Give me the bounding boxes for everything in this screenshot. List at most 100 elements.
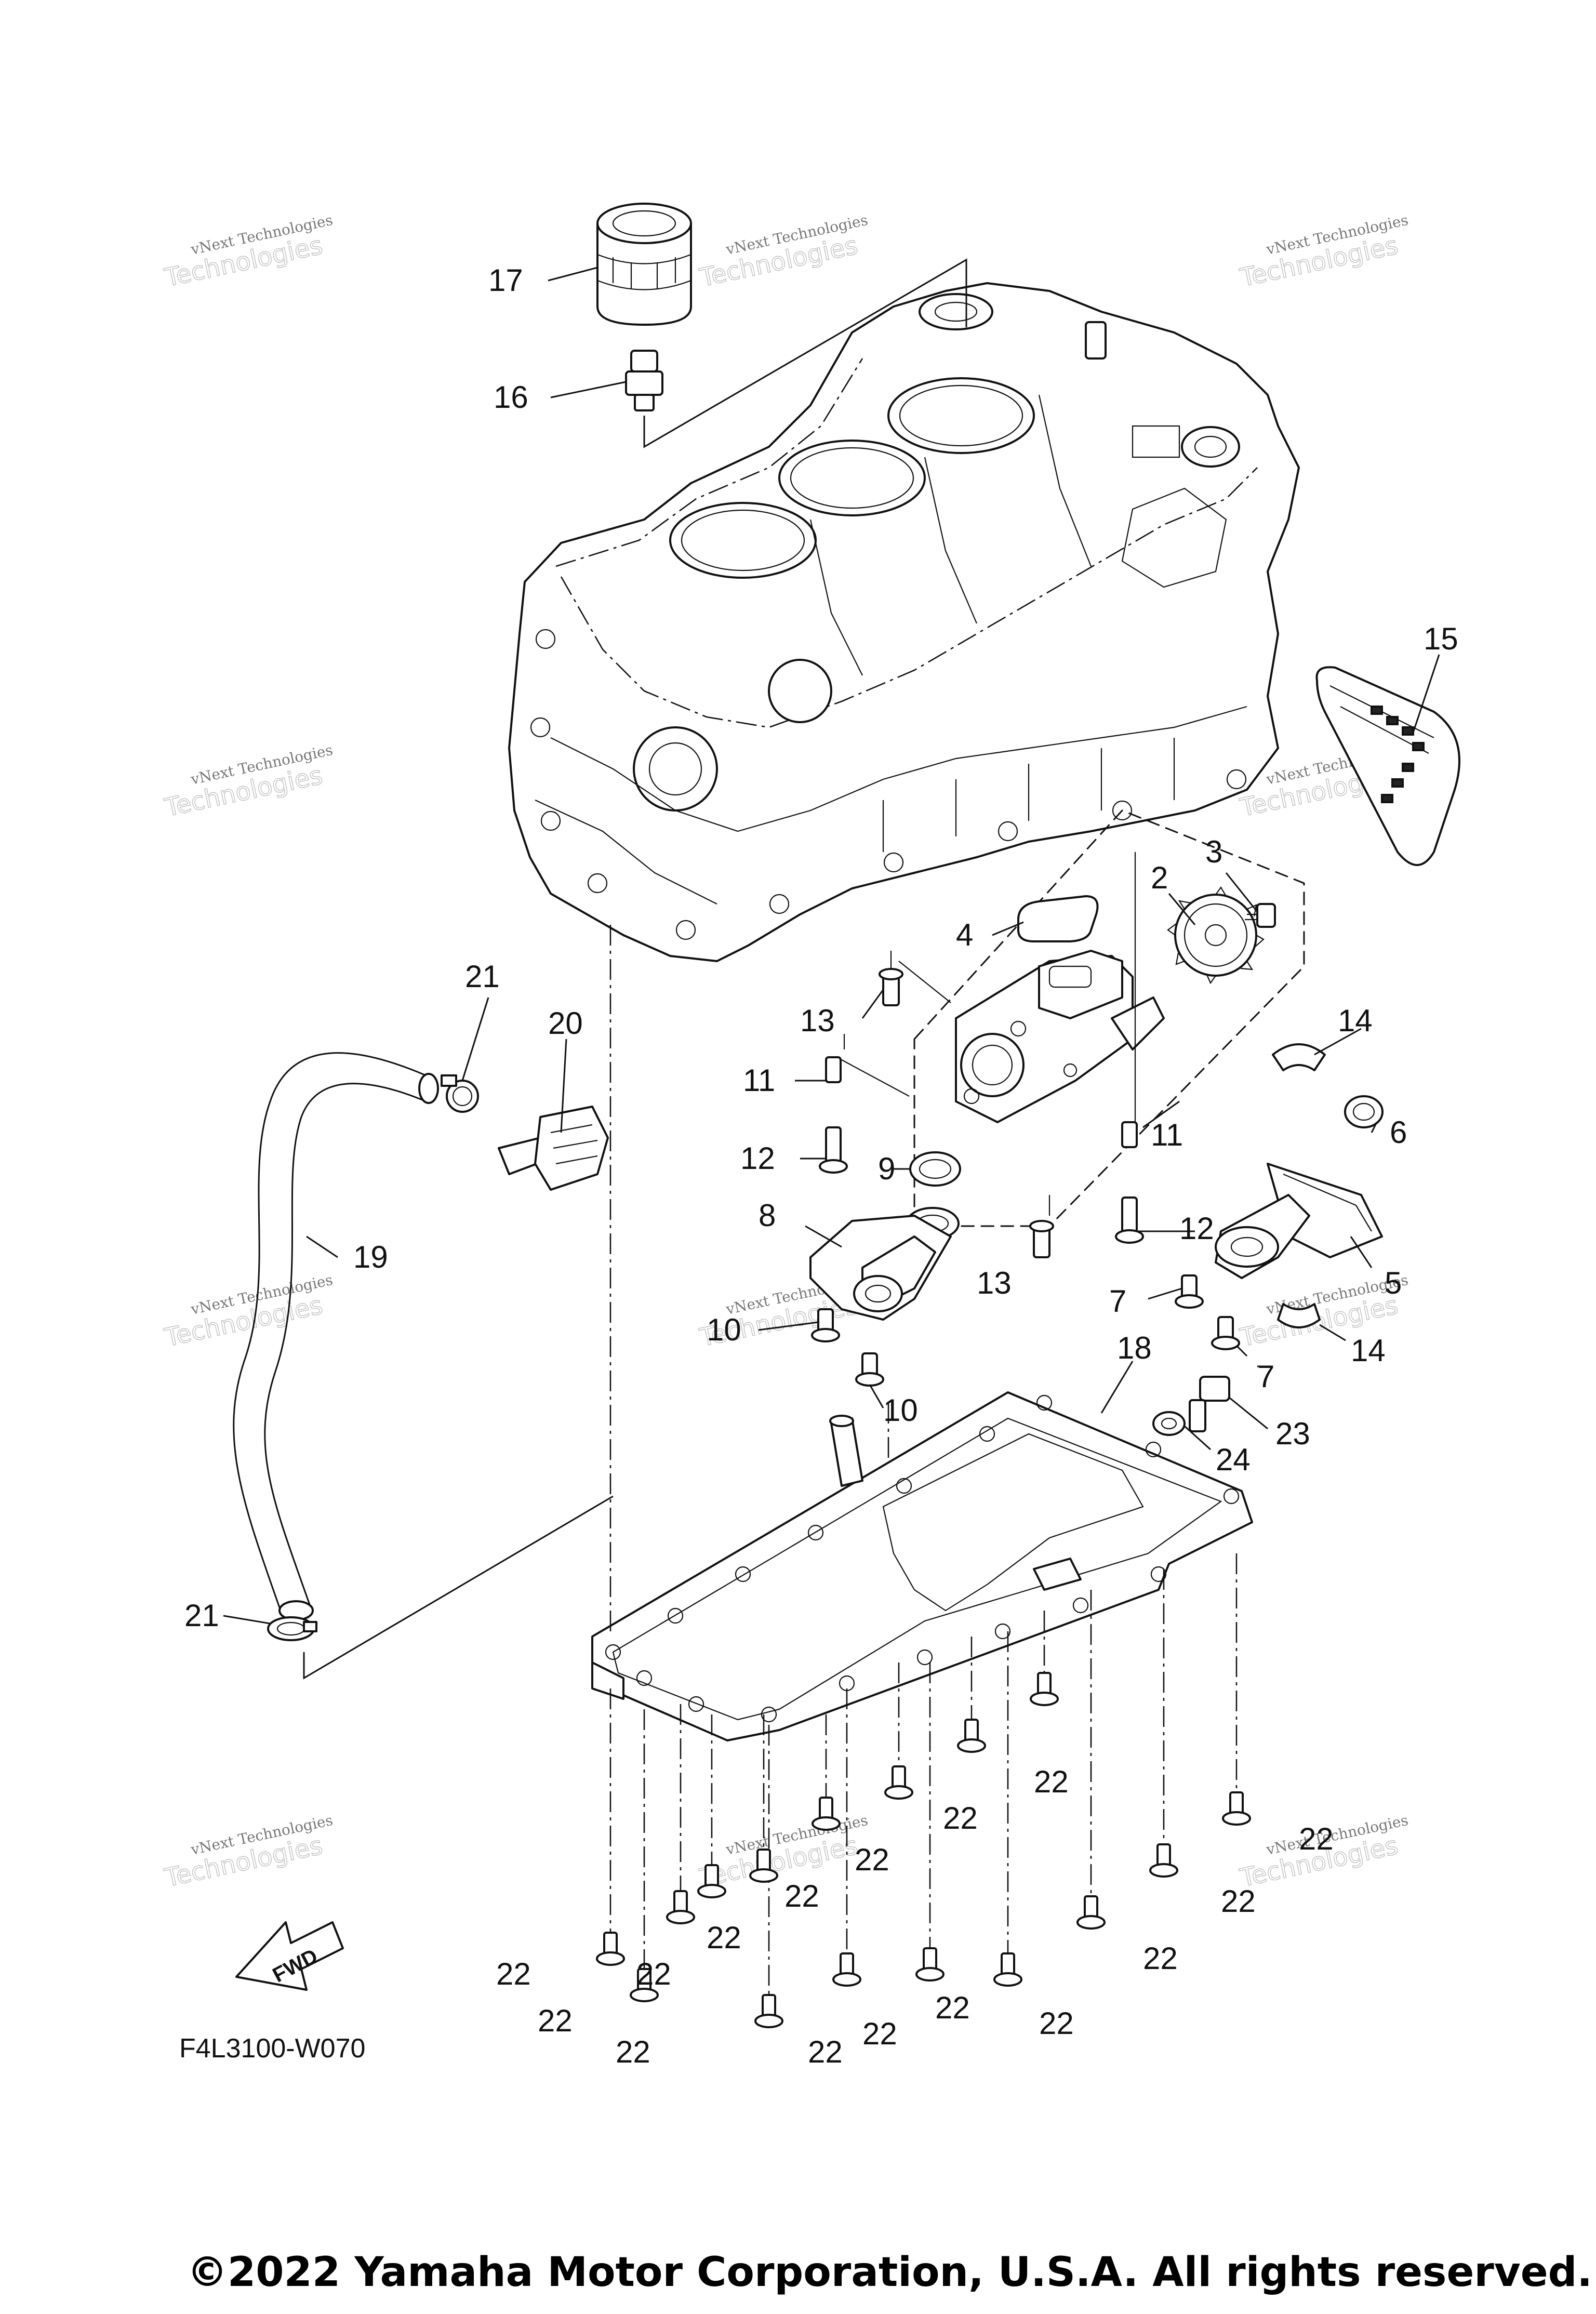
breather-hose xyxy=(233,1052,439,1621)
figure-code: F4L3100-W070 xyxy=(179,2033,365,2064)
o-ring-9 xyxy=(909,1151,961,1187)
callout-18: 18 xyxy=(1117,1331,1152,1365)
flange-bolt xyxy=(630,1968,659,2002)
pump-leader-lines xyxy=(841,852,1136,1216)
callout-10-top: 10 xyxy=(707,1312,741,1347)
flange-bolt xyxy=(915,1947,945,1981)
flange-bolt xyxy=(812,1797,841,1831)
callout-12-right: 12 xyxy=(1179,1211,1214,1246)
flange-bolt xyxy=(596,1932,625,1966)
callout-22-b: 22 xyxy=(943,1801,978,1836)
callout-13-bottom: 13 xyxy=(977,1266,1012,1300)
callout-22-p: 22 xyxy=(1299,1821,1334,1856)
o-ring-6 xyxy=(1344,1095,1384,1128)
callout-22-l: 22 xyxy=(935,1990,970,2025)
callout-20: 20 xyxy=(548,1006,583,1041)
flange-bolt xyxy=(1030,1672,1059,1706)
callout-22-e: 22 xyxy=(707,1920,741,1955)
oil-pump-sprocket xyxy=(1167,886,1265,985)
flange-bolt xyxy=(666,1890,695,1924)
sprocket-bolt xyxy=(1245,903,1276,928)
callout-22-o: 22 xyxy=(1221,1884,1256,1919)
strainer-bolts xyxy=(811,1274,1240,1387)
hose-clamp-top xyxy=(441,1074,479,1113)
callout-4: 4 xyxy=(956,917,973,952)
callout-2: 2 xyxy=(1151,860,1168,895)
oil-filter-leader-line xyxy=(643,258,967,448)
callout-7-top: 7 xyxy=(1109,1284,1126,1319)
hose-leader-line xyxy=(303,1495,614,1680)
crankcase-illustration xyxy=(508,282,1300,962)
hose-clamp-bottom xyxy=(267,1616,317,1641)
callout-19: 19 xyxy=(353,1240,388,1274)
seal-14-bottom xyxy=(1277,1303,1321,1328)
callout-21-bottom: 21 xyxy=(184,1598,219,1633)
callout-9: 9 xyxy=(878,1151,895,1186)
callout-8: 8 xyxy=(759,1198,776,1233)
callout-22-d: 22 xyxy=(784,1879,819,1913)
forward-direction-arrow: FWD xyxy=(235,1921,344,1991)
flange-bolt xyxy=(749,1848,778,1883)
callout-leader-lines xyxy=(223,267,1440,1625)
oil-pan-bolts xyxy=(596,1553,1251,2028)
callout-24: 24 xyxy=(1216,1442,1251,1477)
callout-22-m: 22 xyxy=(1039,2006,1074,2041)
oil-pump-drive-chain xyxy=(1315,666,1460,866)
oil-pump-gasket xyxy=(1017,895,1099,942)
flange-bolt xyxy=(1222,1791,1251,1826)
callout-22-k: 22 xyxy=(862,2016,897,2051)
flange-bolt xyxy=(884,1765,913,1800)
callout-15: 15 xyxy=(1424,621,1458,656)
breather-elbow-fitting xyxy=(498,1106,609,1191)
seal-14-top xyxy=(1272,1043,1326,1071)
copyright-notice: ©2022 Yamaha Motor Corporation, U.S.A. A… xyxy=(187,2249,1592,2296)
callout-13-top: 13 xyxy=(800,1003,835,1038)
flange-bolt xyxy=(993,1952,1022,1987)
callout-14-top: 14 xyxy=(1338,1003,1373,1038)
flange-bolt xyxy=(1076,1895,1106,1930)
callout-5: 5 xyxy=(1385,1266,1402,1300)
oil-pump-fasteners xyxy=(819,968,1144,1258)
flange-bolt xyxy=(697,1864,726,1898)
callout-22-n: 22 xyxy=(1143,1941,1178,1976)
oil-strainer-left xyxy=(809,1207,960,1321)
callout-6: 6 xyxy=(1390,1115,1407,1150)
oil-pump-body xyxy=(955,950,1165,1123)
drain-bolt xyxy=(1152,1376,1230,1436)
callout-12-left: 12 xyxy=(740,1141,775,1176)
callout-11-left: 11 xyxy=(743,1063,775,1098)
callout-21-top: 21 xyxy=(465,959,500,994)
callout-22-i: 22 xyxy=(616,2034,650,2069)
callout-22-g: 22 xyxy=(496,1957,531,1991)
callout-22-a: 22 xyxy=(1034,1764,1069,1799)
callout-16: 16 xyxy=(494,380,528,415)
oil-strainer-right xyxy=(1215,1163,1383,1279)
callout-22-f: 22 xyxy=(636,1957,671,1991)
callout-11-right: 11 xyxy=(1151,1118,1183,1152)
alignment-lines xyxy=(609,925,889,1637)
flange-bolt xyxy=(957,1719,986,1753)
callout-3: 3 xyxy=(1205,834,1222,869)
callout-22-j: 22 xyxy=(808,2034,843,2069)
flange-bolt xyxy=(1149,1843,1178,1878)
callout-14-bottom: 14 xyxy=(1351,1333,1386,1368)
callout-7-bottom: 7 xyxy=(1257,1359,1274,1394)
callout-17: 17 xyxy=(488,263,523,298)
oil-filter xyxy=(596,203,692,326)
callout-23: 23 xyxy=(1275,1416,1310,1451)
callout-10-bottom: 10 xyxy=(883,1393,918,1428)
callout-22-h: 22 xyxy=(538,2003,573,2038)
flange-bolt xyxy=(754,1994,783,2028)
callout-22-c: 22 xyxy=(855,1842,889,1877)
flange-bolt xyxy=(832,1952,861,1987)
oil-pan xyxy=(591,1391,1253,1741)
oil-filter-union-bolt xyxy=(625,350,663,411)
callout-labels: 15 17 16 3 2 4 21 20 13 14 11 6 11 12 12… xyxy=(184,263,1458,2069)
